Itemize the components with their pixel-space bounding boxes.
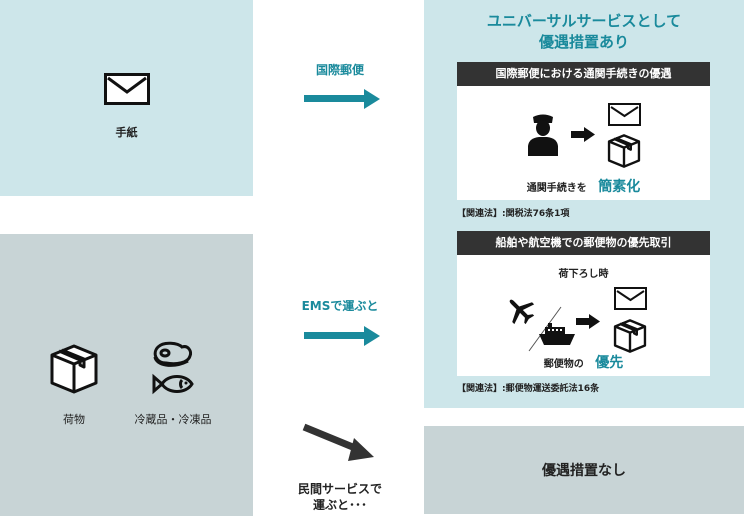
box-icon	[607, 134, 641, 168]
customs-caption-prefix: 通関手続きを	[526, 183, 587, 194]
arrow-right-icon	[304, 326, 380, 346]
unloading-label: 荷下ろし時	[558, 269, 609, 280]
title-line2: 優遇措置あり	[538, 33, 629, 51]
benefit-title: ユニバーサルサービスとして 優遇措置あり	[424, 11, 744, 53]
no-benefit-label: 優遇措置なし	[542, 463, 626, 479]
ship-icon	[539, 323, 575, 345]
meat-fish-icon	[152, 341, 194, 395]
box-icon	[50, 344, 98, 394]
envelope-icon	[104, 73, 150, 105]
customs-officer-icon	[528, 114, 558, 156]
arrow-right-icon	[304, 89, 380, 109]
parcel-label: 荷物	[63, 413, 85, 426]
priority-card: 船舶や航空機での郵便物の優先取引 荷下ろし時 郵便物の 優先	[457, 231, 710, 376]
priority-card-body: 荷下ろし時 郵便物の 優先	[457, 255, 710, 376]
customs-caption-highlight: 簡素化	[598, 179, 641, 195]
priority-card-header: 船舶や航空機での郵便物の優先取引	[457, 231, 710, 255]
no-benefit-panel: 優遇措置なし	[424, 426, 744, 514]
airplane-icon	[509, 299, 535, 325]
customs-caption: 通関手続きを 簡素化	[457, 176, 710, 196]
priority-caption: 郵便物の 優先	[457, 352, 710, 372]
customs-card-header: 国際郵便における通関手続きの優遇	[457, 62, 710, 86]
box-icon	[613, 319, 647, 353]
priority-caption-highlight: 優先	[595, 355, 624, 371]
private-service-label: 民間サービスで 運ぶと･･･	[280, 481, 400, 513]
arrow-right-icon	[571, 127, 595, 142]
parcel-panel: 荷物 冷蔵品・冷凍品	[0, 234, 253, 516]
ems-label: EMSで運ぶと	[301, 299, 379, 313]
intl-post-label: 国際郵便	[315, 63, 364, 77]
arrow-down-right-icon	[302, 423, 374, 461]
benefit-panel: ユニバーサルサービスとして 優遇措置あり 国際郵便における通関手続きの優遇 通関…	[424, 0, 744, 408]
customs-card-body: 通関手続きを 簡素化	[457, 86, 710, 200]
title-line1: ユニバーサルサービスとして	[486, 12, 682, 30]
cold-goods-label: 冷蔵品・冷凍品	[134, 413, 212, 426]
private-label-line2: 運ぶと･･･	[312, 498, 367, 512]
letter-panel: 手紙	[0, 0, 253, 196]
private-label-line1: 民間サービスで	[297, 482, 382, 496]
arrow-right-icon	[576, 314, 600, 329]
envelope-icon	[614, 287, 647, 310]
customs-card: 国際郵便における通関手続きの優遇 通関手続きを 簡素化	[457, 62, 710, 200]
customs-related-law: 【関連法】:関税法76条1項	[457, 209, 570, 219]
envelope-icon	[608, 103, 641, 126]
letter-label: 手紙	[115, 126, 138, 139]
priority-caption-prefix: 郵便物の	[543, 359, 584, 370]
priority-related-law: 【関連法】:郵便物運送委託法16条	[457, 384, 600, 394]
